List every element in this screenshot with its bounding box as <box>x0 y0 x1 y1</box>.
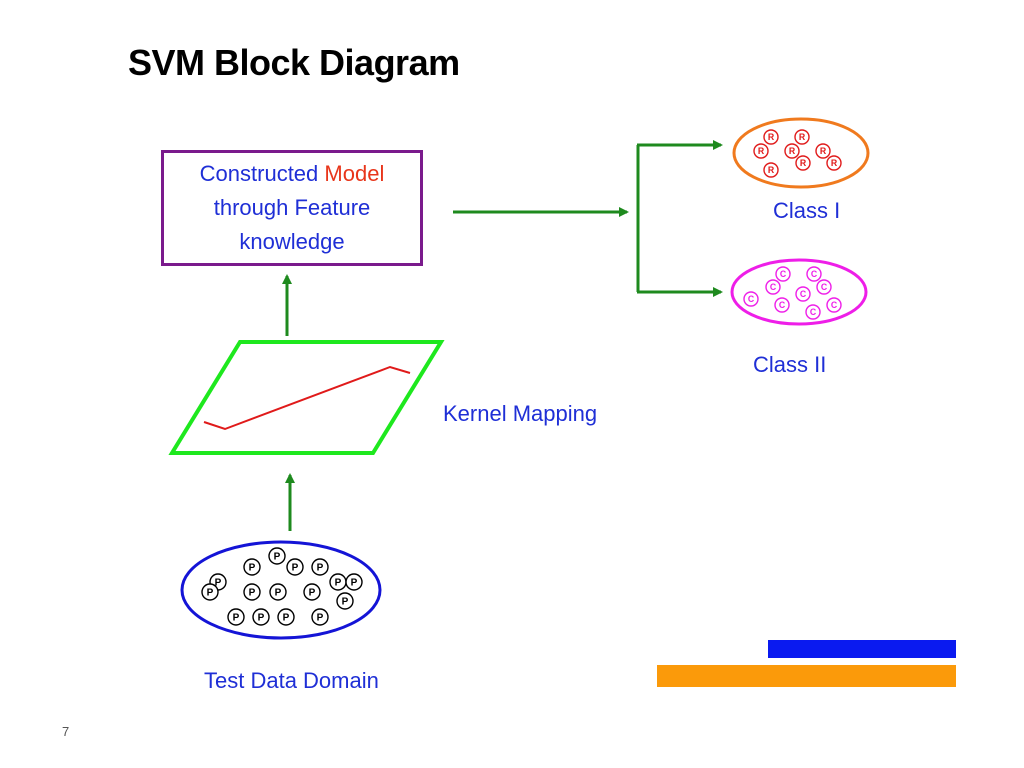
class-two-symbol-ring <box>816 279 832 295</box>
class-two-symbol: C <box>831 300 838 310</box>
class-one-symbol: R <box>820 146 827 156</box>
test-data-symbol: P <box>283 612 290 623</box>
test-data-symbol: P <box>342 596 349 607</box>
class-two-symbol-ring <box>765 279 781 295</box>
test-data-domain-label: Test Data Domain <box>204 668 379 693</box>
test-data-symbol-ring <box>345 573 363 591</box>
test-data-symbol: P <box>292 562 299 573</box>
model-text-constructed: Constructed <box>199 161 319 186</box>
test-data-symbol: P <box>335 577 342 588</box>
class-one-cluster <box>732 117 870 189</box>
test-data-symbol: P <box>207 587 214 598</box>
class-one-symbol-ring <box>794 129 810 145</box>
test-data-symbol-ring <box>269 583 287 601</box>
class-two-symbol: C <box>770 282 777 292</box>
test-data-symbol: P <box>274 551 281 562</box>
class-one-symbol: R <box>768 165 775 175</box>
class-one-symbol-ring <box>815 143 831 159</box>
class-two-symbol: C <box>780 269 787 279</box>
test-data-symbol-ring <box>336 592 354 610</box>
test-data-symbol: P <box>275 587 282 598</box>
test-data-symbol: P <box>249 562 256 573</box>
test-data-symbol-ring <box>252 608 270 626</box>
class-one-symbol-ring <box>795 155 811 171</box>
class-two-symbol: C <box>810 307 817 317</box>
class-one-symbol-ring <box>763 129 779 145</box>
decorative-blue-bar <box>768 640 956 658</box>
class-one-symbol: R <box>768 132 775 142</box>
test-data-symbol-ring <box>303 583 321 601</box>
test-data-symbol-ring <box>227 608 245 626</box>
model-text-model: Model <box>324 161 385 186</box>
decorative-orange-bar <box>657 665 956 687</box>
class-one-symbol: R <box>800 158 807 168</box>
class-one-symbol: R <box>831 158 838 168</box>
model-text-line2: through Feature <box>213 195 371 220</box>
test-data-symbol-ring <box>311 558 329 576</box>
test-data-symbol-ring <box>243 583 261 601</box>
class-one-symbol-ring <box>784 143 800 159</box>
class-one-symbol-ring <box>826 155 842 171</box>
test-data-symbol: P <box>317 612 324 623</box>
class-two-symbol: C <box>779 300 786 310</box>
test-data-symbol-ring <box>311 608 329 626</box>
kernel-mapping-label: Kernel Mapping <box>443 401 598 426</box>
test-data-symbol: P <box>233 612 240 623</box>
class-one-symbol: R <box>758 146 765 156</box>
test-data-symbol-ring <box>277 608 295 626</box>
class-two-symbol-ring <box>743 291 759 307</box>
class-two-symbol: C <box>821 282 828 292</box>
class-one-symbol-ring <box>763 162 779 178</box>
class-one-symbol: R <box>789 146 796 156</box>
class-one-label: Class I <box>773 198 841 223</box>
test-data-symbol-ring <box>243 558 261 576</box>
class-one-symbol-ring <box>753 143 769 159</box>
kernel-mapping-line <box>203 365 411 431</box>
test-data-symbol: P <box>249 587 256 598</box>
class-two-symbol-ring <box>775 266 791 282</box>
test-data-symbol-ring <box>286 558 304 576</box>
class-two-symbol-ring <box>805 304 821 320</box>
test-data-cluster <box>180 540 382 640</box>
constructed-model-box: Constructed Model through Feature knowle… <box>161 150 423 266</box>
test-data-symbol: P <box>215 577 222 588</box>
class-two-symbol-ring <box>806 266 822 282</box>
test-data-symbol: P <box>351 577 358 588</box>
class-two-symbol: C <box>748 294 755 304</box>
test-data-symbol: P <box>317 562 324 573</box>
page-number: 7 <box>62 724 70 739</box>
model-text-line3: knowledge <box>239 229 345 254</box>
test-data-symbol: P <box>258 612 265 623</box>
class-two-symbol: C <box>800 289 807 299</box>
test-data-symbol-ring <box>201 583 219 601</box>
test-data-symbol: P <box>309 587 316 598</box>
class-two-label: Class II <box>753 352 827 377</box>
class-two-symbol-ring <box>774 297 790 313</box>
class-two-symbol-ring <box>826 297 842 313</box>
class-one-symbol: R <box>799 132 806 142</box>
kernel-mapping-shape <box>168 340 445 455</box>
class-two-cluster <box>730 258 868 326</box>
class-two-symbol: C <box>811 269 818 279</box>
class-two-symbol-ring <box>795 286 811 302</box>
test-data-symbol-ring <box>268 547 286 565</box>
slide-title: SVM Block Diagram <box>128 42 460 83</box>
